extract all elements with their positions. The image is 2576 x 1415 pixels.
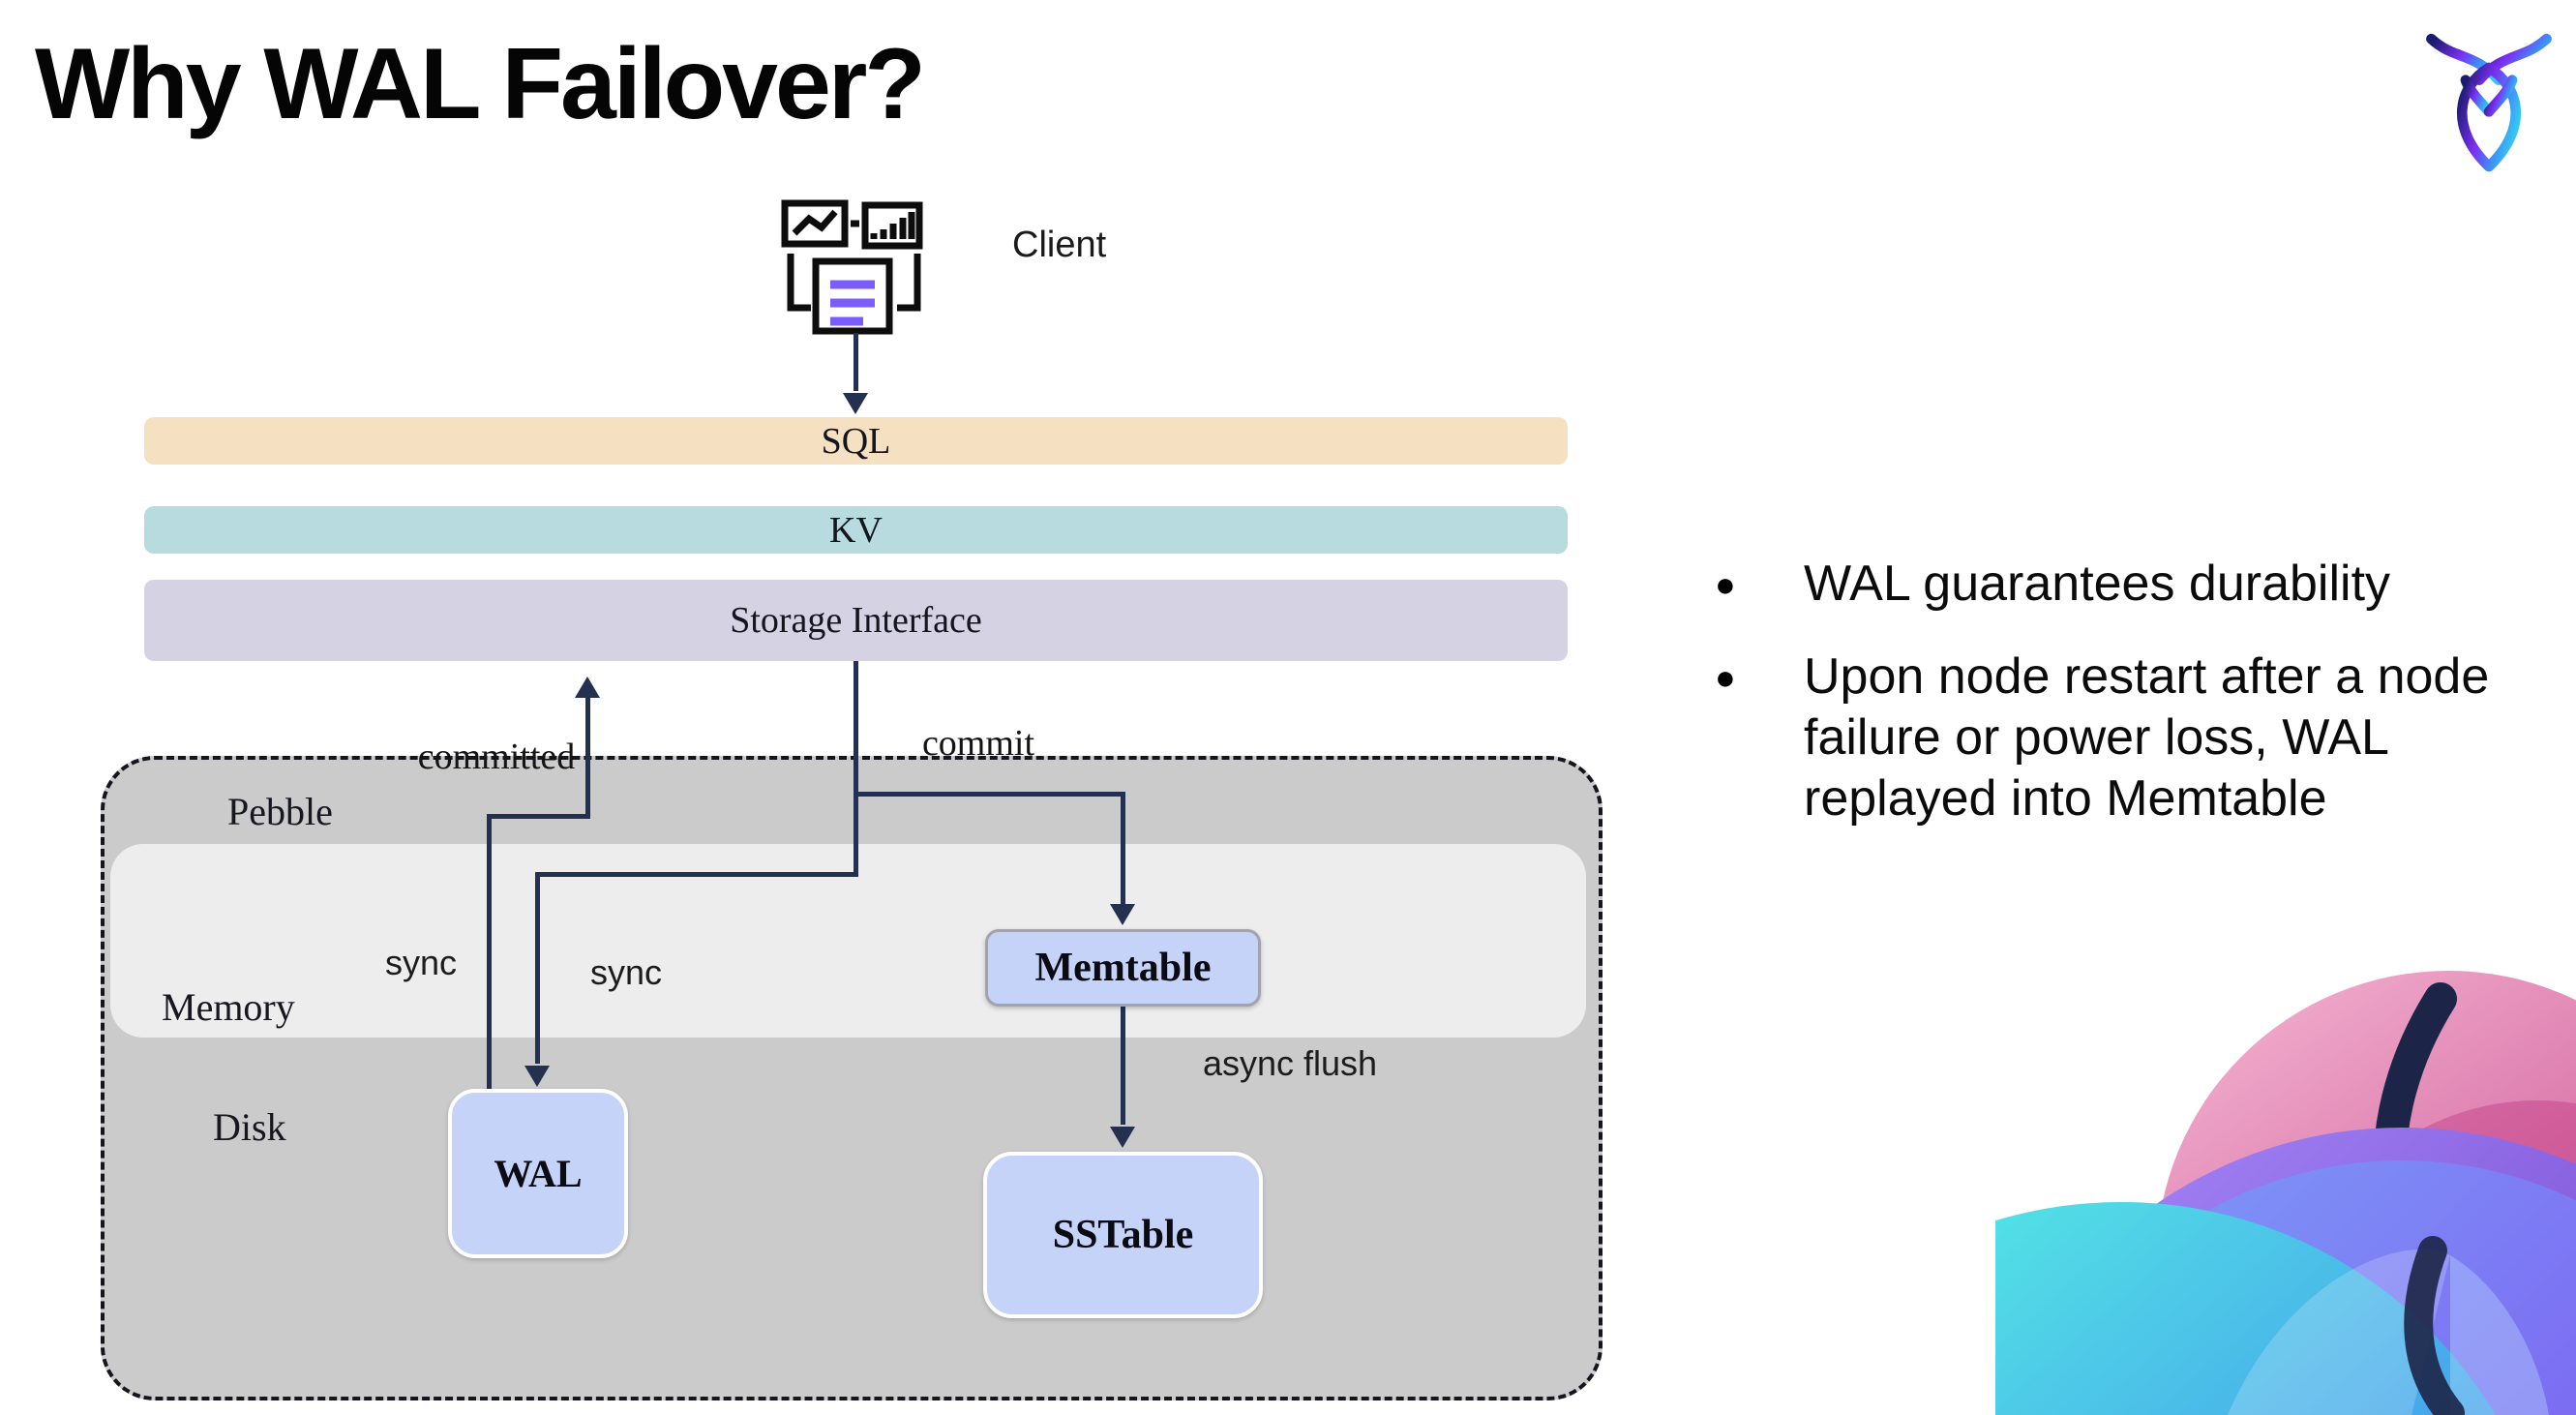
bullet-item: ● Upon node restart after a node failure… — [1715, 647, 2530, 829]
node-memtable: Memtable — [985, 929, 1261, 1007]
edge-label-sync-left: sync — [384, 943, 458, 982]
edge-committed-segment — [487, 814, 492, 1089]
edge-commit-segment — [854, 661, 858, 877]
art-sheen — [2450, 1255, 2549, 1415]
edge-label-sync-right: sync — [589, 952, 663, 992]
edge-commit-segment — [854, 792, 1125, 797]
bullet-dot: ● — [1715, 657, 1736, 697]
cockroachdb-logo-icon — [2426, 33, 2552, 172]
edge-commit-arrowhead — [1110, 904, 1135, 925]
disk-label: Disk — [213, 1105, 286, 1149]
edge-async-flush-segment — [1121, 1007, 1125, 1125]
layer-storage-interface-label: Storage Interface — [730, 600, 982, 641]
client-icon — [781, 199, 923, 335]
edge-sync-segment — [535, 872, 858, 877]
layer-kv-label: KV — [829, 509, 883, 551]
page-title: Why WAL Failover? — [35, 28, 926, 140]
edge-client-sql-arrowhead — [843, 393, 868, 414]
layer-sql: SQL — [144, 417, 1568, 465]
layer-storage-interface: Storage Interface — [144, 580, 1568, 661]
node-memtable-label: Memtable — [1034, 946, 1212, 990]
edge-committed-arrowhead — [575, 677, 600, 698]
edge-label-async-flush: async flush — [1202, 1043, 1378, 1083]
edge-label-committed: committed — [417, 737, 576, 777]
client-doc-lines — [830, 280, 875, 326]
node-wal: WAL — [448, 1089, 628, 1258]
art-navy-vein — [2404, 1236, 2465, 1415]
edge-label-commit: commit — [921, 723, 1035, 764]
node-sstable-label: SSTable — [1052, 1213, 1194, 1257]
edge-committed-segment — [487, 814, 590, 819]
memory-label: Memory — [162, 985, 295, 1029]
layer-sql-label: SQL — [821, 420, 891, 462]
edge-client-sql — [854, 333, 858, 391]
bullet-text: Upon node restart after a node failure o… — [1804, 648, 2490, 827]
bullet-text: WAL guarantees durability — [1804, 556, 2391, 612]
node-wal-label: WAL — [494, 1152, 583, 1195]
layer-kv: KV — [144, 506, 1568, 554]
edge-sync-arrowhead — [524, 1066, 550, 1087]
edge-sync-segment — [535, 872, 540, 1064]
edge-committed-segment — [585, 696, 590, 819]
edge-commit-segment — [1121, 792, 1125, 904]
node-sstable: SSTable — [983, 1152, 1263, 1318]
art-cyan-sphere — [1995, 1202, 2496, 1415]
client-label: Client — [1012, 225, 1107, 265]
edge-async-flush-arrowhead — [1110, 1127, 1135, 1148]
bullet-item: ● WAL guarantees durability — [1715, 554, 2530, 615]
pebble-label: Pebble — [227, 790, 333, 833]
art-sheen — [2228, 1249, 2450, 1415]
corner-brand-art — [1995, 971, 2576, 1415]
bullet-dot: ● — [1715, 564, 1736, 604]
